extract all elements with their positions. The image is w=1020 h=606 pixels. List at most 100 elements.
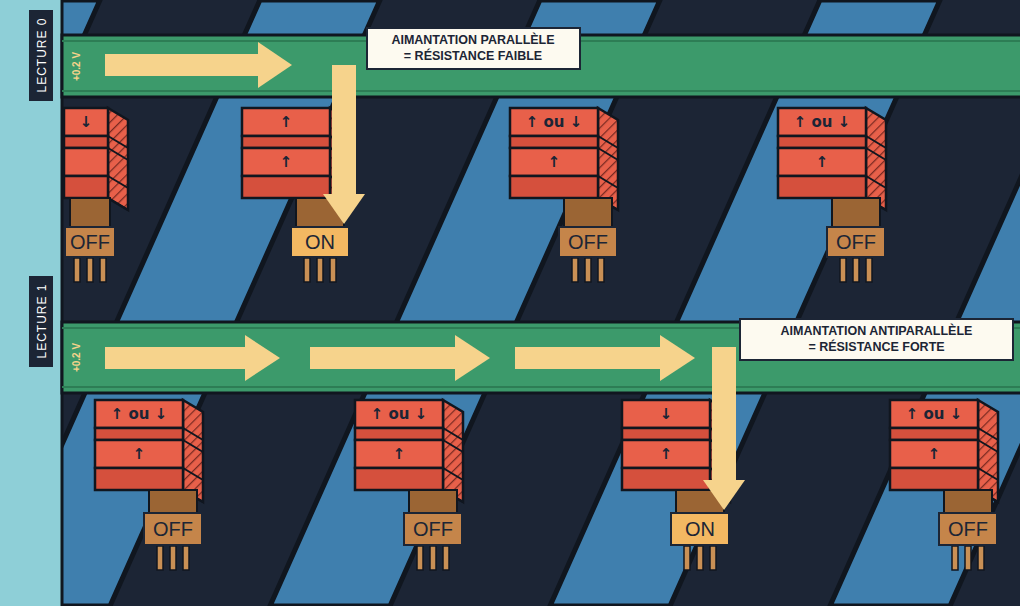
- mtj-layer: [95, 400, 183, 428]
- node-text: +0.2 V: [71, 343, 82, 372]
- mtj-side-line: [978, 428, 998, 440]
- mtj-layer: [890, 400, 978, 428]
- node-text: AIMANTATION ANTIPARALLÈLE = RÉSISTANCE F…: [751, 324, 1002, 355]
- mtj-side: [598, 108, 618, 210]
- mtj-side-line: [108, 176, 128, 188]
- mtj-stack: ↑ ou ↓↑: [355, 400, 443, 490]
- current-connector: [323, 97, 365, 224]
- mtj-side: [108, 108, 128, 210]
- mtj-stack: ↓↑: [622, 400, 710, 490]
- margin-ground: [0, 0, 62, 606]
- switch-pin: [840, 258, 846, 282]
- mtj-layer: [355, 440, 443, 468]
- switch-pin: [853, 258, 859, 282]
- mtj-drawing: [64, 108, 128, 210]
- mtj-side-line: [183, 440, 203, 452]
- mtj-layer: [355, 468, 443, 490]
- mtj-layer: [778, 148, 866, 176]
- switch-pin: [87, 258, 93, 282]
- current-arrow-head: [455, 335, 490, 381]
- mtj-layer: [622, 428, 710, 440]
- current-arrow: [332, 65, 356, 98]
- band-line: [62, 90, 1020, 92]
- mtj-layer: [510, 136, 598, 148]
- mtj-stack: ↑ ou ↓ ↑: [95, 400, 183, 490]
- node-text: ↑ ou ↓: [526, 108, 583, 136]
- switch-pin: [417, 546, 423, 570]
- transistor-switch: OFF: [64, 226, 116, 258]
- mtj-drawing: [778, 108, 886, 210]
- mtj-side-line: [598, 148, 618, 160]
- callout-box: AIMANTATION ANTIPARALLÈLE = RÉSISTANCE F…: [739, 318, 1014, 361]
- mtj-layer: [95, 468, 183, 490]
- mtj-side-line: [183, 428, 203, 440]
- switch-pin: [304, 258, 310, 282]
- mtj-side-line: [598, 176, 618, 188]
- node-text: ↓: [80, 108, 93, 136]
- current-arrow: [105, 347, 245, 369]
- node-text: ↑: [548, 148, 561, 176]
- switch-pin: [317, 258, 323, 282]
- mtj-stack: ↓: [64, 108, 108, 198]
- mtj-side: [443, 400, 463, 502]
- transistor-switch: ON: [670, 512, 730, 546]
- transistor-switch: OFF: [558, 226, 618, 258]
- mtj-layer: [510, 176, 598, 198]
- current-arrow: [105, 54, 258, 76]
- node-text: ↓: [660, 400, 673, 428]
- mtj-side-line: [978, 468, 998, 480]
- mtj-layer: [95, 428, 183, 440]
- mtj-side-line: [978, 440, 998, 452]
- mtj-layer: [64, 136, 108, 148]
- mtj-layer: [95, 440, 183, 468]
- node-text: ↑: [133, 440, 146, 468]
- mtj-side: [978, 400, 998, 502]
- transistor-switch: OFF: [143, 512, 203, 546]
- mtj-stack: ↑ ou ↓ ↑: [510, 108, 598, 198]
- switch-pin: [978, 546, 984, 570]
- node-text: ↑: [660, 440, 673, 468]
- band-line: [62, 386, 1020, 388]
- switch-pin: [100, 258, 106, 282]
- switch-pin: [157, 546, 163, 570]
- switch-pin: [443, 546, 449, 570]
- mtj-side-line: [443, 468, 463, 480]
- current-arrow: [712, 347, 736, 394]
- mtj-layer: [622, 440, 710, 468]
- mtj-layer: [778, 176, 866, 198]
- mtj-layer: [510, 108, 598, 136]
- switch-pin: [183, 546, 189, 570]
- current-arrow-head: [245, 335, 280, 381]
- mtj-layer: [64, 176, 108, 198]
- current-connector: [703, 393, 745, 510]
- node-text: OFF: [153, 518, 193, 541]
- node-text: LECTURE 1: [34, 283, 48, 358]
- read-label: LECTURE 0: [29, 10, 53, 101]
- mtj-layer: [355, 428, 443, 440]
- node-text: OFF: [568, 231, 608, 254]
- mtj-side-line: [866, 148, 886, 160]
- current-arrow: [515, 347, 660, 369]
- mtj-stack: ↑ ou ↓↑: [778, 108, 866, 198]
- node-text: ↑ ou ↓: [111, 400, 168, 428]
- node-text: ↑ ou ↓: [794, 108, 851, 136]
- mtj-side-line: [108, 136, 128, 148]
- switch-pin: [965, 546, 971, 570]
- transistor-switch: OFF: [938, 512, 998, 546]
- node-text: ON: [685, 518, 715, 541]
- mtj-layer: [242, 176, 330, 198]
- current-arrow: [310, 347, 455, 369]
- mtj-drawing: [355, 400, 463, 502]
- current-arrow-head: [258, 42, 292, 88]
- mtj-side: [183, 400, 203, 502]
- mtj-side-line: [866, 136, 886, 148]
- mtj-drawing: [95, 400, 203, 502]
- mtj-layer: [64, 148, 108, 176]
- switch-pin: [572, 258, 578, 282]
- node-text: OFF: [948, 518, 988, 541]
- current-arrow-head: [660, 335, 695, 381]
- node-text: OFF: [70, 231, 110, 254]
- mtj-drawing: [890, 400, 998, 502]
